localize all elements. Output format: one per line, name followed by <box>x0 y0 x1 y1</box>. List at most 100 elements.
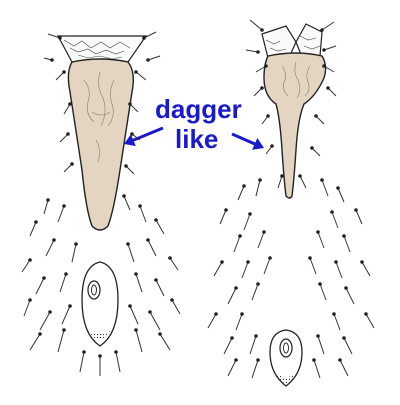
seta-hair <box>311 147 321 157</box>
seta-socket <box>148 310 152 314</box>
seta-socket <box>46 198 50 202</box>
seta-hair <box>309 257 317 275</box>
seta-hair <box>355 209 363 225</box>
seta-socket <box>342 234 346 238</box>
seta-socket <box>310 146 314 150</box>
seta-socket <box>52 238 56 242</box>
seta-hair <box>321 21 335 31</box>
seta-hair <box>63 103 71 115</box>
seta-socket <box>270 144 274 148</box>
right-dagger-shape <box>263 52 327 199</box>
seta-socket <box>128 102 132 106</box>
seta-socket <box>354 208 358 212</box>
seta-socket <box>38 332 42 336</box>
seta-hair <box>127 243 135 263</box>
seta-hair <box>331 211 339 229</box>
seta-hair <box>129 305 139 325</box>
seta-socket <box>128 304 132 308</box>
seta-hair <box>29 333 41 351</box>
seta-hair <box>343 337 353 355</box>
seta-socket <box>320 28 324 32</box>
seta-socket <box>62 70 66 74</box>
seta-hair <box>335 261 343 279</box>
seta-hair <box>255 65 267 73</box>
right-capsule-ring <box>279 338 293 358</box>
seta-hair <box>343 235 351 253</box>
setae-group <box>21 19 375 379</box>
seta-socket <box>114 350 118 354</box>
seta-socket <box>322 64 326 68</box>
arrow-right <box>231 132 264 150</box>
seta-socket <box>122 194 126 198</box>
seta-socket <box>142 36 146 40</box>
seta-socket <box>70 162 74 166</box>
seta-hair <box>57 329 65 353</box>
seta-socket <box>238 234 242 238</box>
seta-socket <box>318 282 322 286</box>
seta-hair <box>43 199 49 215</box>
seta-hair <box>323 65 335 73</box>
right-posterior-capsule <box>269 329 303 387</box>
seta-socket <box>68 304 72 308</box>
seta-socket <box>134 328 138 332</box>
seta-socket <box>224 208 228 212</box>
seta-socket <box>138 204 142 208</box>
seta-hair <box>223 337 233 355</box>
seta-hair <box>149 311 161 331</box>
seta-hair <box>45 239 55 257</box>
seta-socket <box>240 312 244 316</box>
seta-socket <box>124 164 128 168</box>
seta-hair <box>213 261 223 277</box>
seta-hair <box>23 299 31 317</box>
seta-hair <box>227 287 237 305</box>
seta-socket <box>298 174 302 178</box>
seta-socket <box>360 260 364 264</box>
seta-socket <box>322 48 326 52</box>
seta-hair <box>237 185 245 201</box>
seta-socket <box>168 256 172 260</box>
seta-hair <box>57 205 65 223</box>
seta-socket <box>364 312 368 316</box>
seta-socket <box>154 278 158 282</box>
seta-hair <box>361 261 371 277</box>
seta-hair <box>29 221 37 237</box>
seta-hair <box>35 277 45 295</box>
seta-socket <box>336 186 340 190</box>
seta-socket <box>266 114 270 118</box>
seta-hair <box>123 195 131 211</box>
seta-hair <box>147 55 161 61</box>
seta-hair <box>365 313 375 329</box>
seta-hair <box>63 163 73 173</box>
left-capsule-tip <box>88 330 112 340</box>
right-dagger-veins <box>281 61 311 99</box>
seta-hair <box>277 175 283 189</box>
seta-socket <box>308 256 312 260</box>
seta-hair <box>227 359 237 377</box>
seta-hair <box>59 273 67 293</box>
seta-hair <box>333 313 341 331</box>
seta-socket <box>130 132 134 136</box>
seta-socket <box>34 220 38 224</box>
seta-socket <box>320 178 324 182</box>
seta-hair <box>159 333 171 351</box>
seta-socket <box>230 336 234 340</box>
left-capsule-ring <box>87 280 101 300</box>
seta-hair <box>147 239 157 257</box>
seta-socket <box>82 350 86 354</box>
right-specimen <box>261 23 327 387</box>
seta-socket <box>316 334 320 338</box>
seta-hair <box>55 71 65 81</box>
seta-socket <box>42 276 46 280</box>
seta-hair <box>317 335 325 355</box>
seta-socket <box>62 204 66 208</box>
seta-hair <box>125 165 135 175</box>
seta-hair <box>323 45 337 51</box>
seta-socket <box>260 86 264 90</box>
seta-socket <box>234 286 238 290</box>
seta-hair <box>345 287 355 305</box>
seta-socket <box>258 178 262 182</box>
seta-socket <box>62 328 66 332</box>
seta-hair <box>327 87 337 97</box>
seta-socket <box>330 210 334 214</box>
